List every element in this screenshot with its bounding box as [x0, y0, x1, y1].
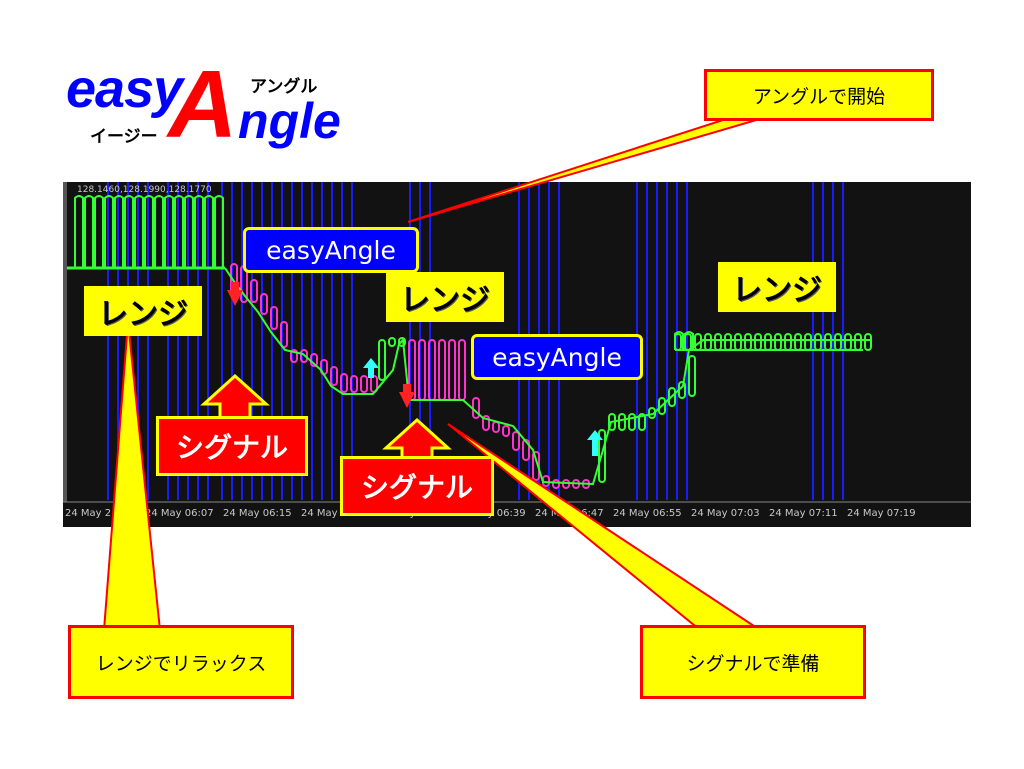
range-candles-end [674, 333, 872, 351]
callout-range-relax: レンジでリラックス [68, 625, 294, 699]
logo-a-letter: A [168, 51, 238, 158]
pointer-range-relax [102, 321, 162, 631]
pointer-angle-start [407, 106, 773, 223]
buy-arrow-2 [587, 430, 603, 456]
range-candles-start [67, 195, 225, 270]
logo-easy-kana: イージー [90, 127, 158, 147]
price-label: 128.1460,128.1990,128.1770 [77, 185, 212, 195]
x-axis-label: 24 May 06:55 [613, 508, 682, 519]
buy-arrow-1 [363, 358, 379, 378]
sell-arrow-1 [227, 282, 243, 306]
x-axis-label: 24 May 06:07 [145, 508, 214, 519]
logo-easy-text: easy [66, 59, 183, 119]
easyangle-label: easyAngle [243, 227, 419, 273]
x-axis-label: 24 May 07:19 [847, 508, 916, 519]
x-axis-label: 24 May 07:03 [691, 508, 760, 519]
x-axis-label: 24 May 2 [65, 508, 112, 519]
range-label: レンジ [386, 272, 504, 322]
up-arrow-icon [382, 418, 452, 460]
pointer-signal-prepare [447, 423, 764, 631]
easyangle-label: easyAngle [471, 334, 643, 380]
callout-signal-prepare: シグナルで準備 [640, 625, 866, 699]
signal-box: シグナル [340, 456, 494, 516]
x-axis-label: 24 May 06:23 [301, 508, 370, 519]
callout-angle-start: アングルで開始 [704, 69, 934, 121]
x-axis-label: 24 May 07:11 [769, 508, 838, 519]
signal-box: シグナル [156, 416, 308, 476]
easyangle-line [224, 267, 871, 486]
range-label: レンジ [718, 262, 836, 312]
sell-arrow-2 [399, 384, 415, 408]
logo-ngle-text: ngle [238, 93, 341, 149]
x-axis-label: 24 May 06:15 [223, 508, 292, 519]
logo-angle-kana: アングル [250, 77, 318, 97]
up-arrow-icon [200, 374, 270, 418]
range-label: レンジ [84, 286, 202, 336]
